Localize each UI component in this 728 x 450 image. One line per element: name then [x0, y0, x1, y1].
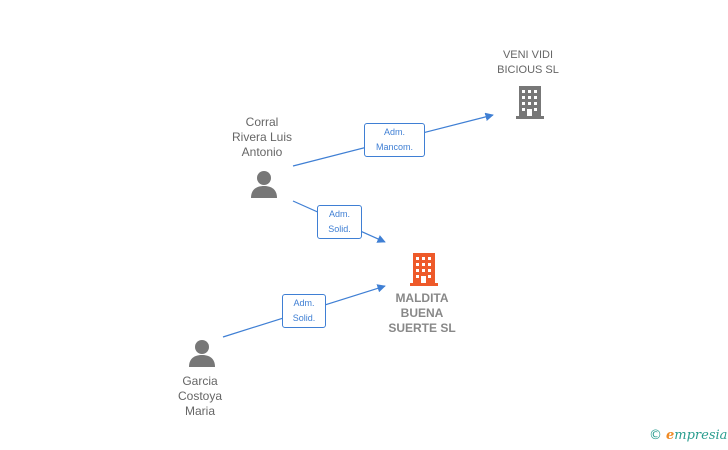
- company-label-veni[interactable]: VENI VIDI BICIOUS SL: [497, 49, 559, 76]
- relation-badge-corral-maldita[interactable]: Adm. Solid.: [317, 205, 362, 239]
- relation-badge-garcia-maldita[interactable]: Adm. Solid.: [282, 294, 326, 328]
- building-icon[interactable]: [408, 251, 440, 287]
- person-icon[interactable]: [187, 338, 217, 368]
- person-label-corral[interactable]: Corral Rivera Luis Antonio: [231, 115, 293, 159]
- company-label-maldita[interactable]: MALDITA BUENA SUERTE SL: [388, 291, 456, 335]
- brand-footer: © empresia: [649, 428, 727, 443]
- copyright-icon: ©: [649, 428, 662, 443]
- relation-badge-corral-veni[interactable]: Adm. Mancom.: [364, 123, 425, 157]
- brand-logo-text: mpresia: [674, 428, 728, 443]
- person-label-garcia[interactable]: Garcia Costoya Maria: [177, 374, 223, 418]
- building-icon[interactable]: [514, 84, 546, 120]
- brand-logo-e: e: [666, 428, 675, 443]
- person-icon[interactable]: [249, 169, 279, 199]
